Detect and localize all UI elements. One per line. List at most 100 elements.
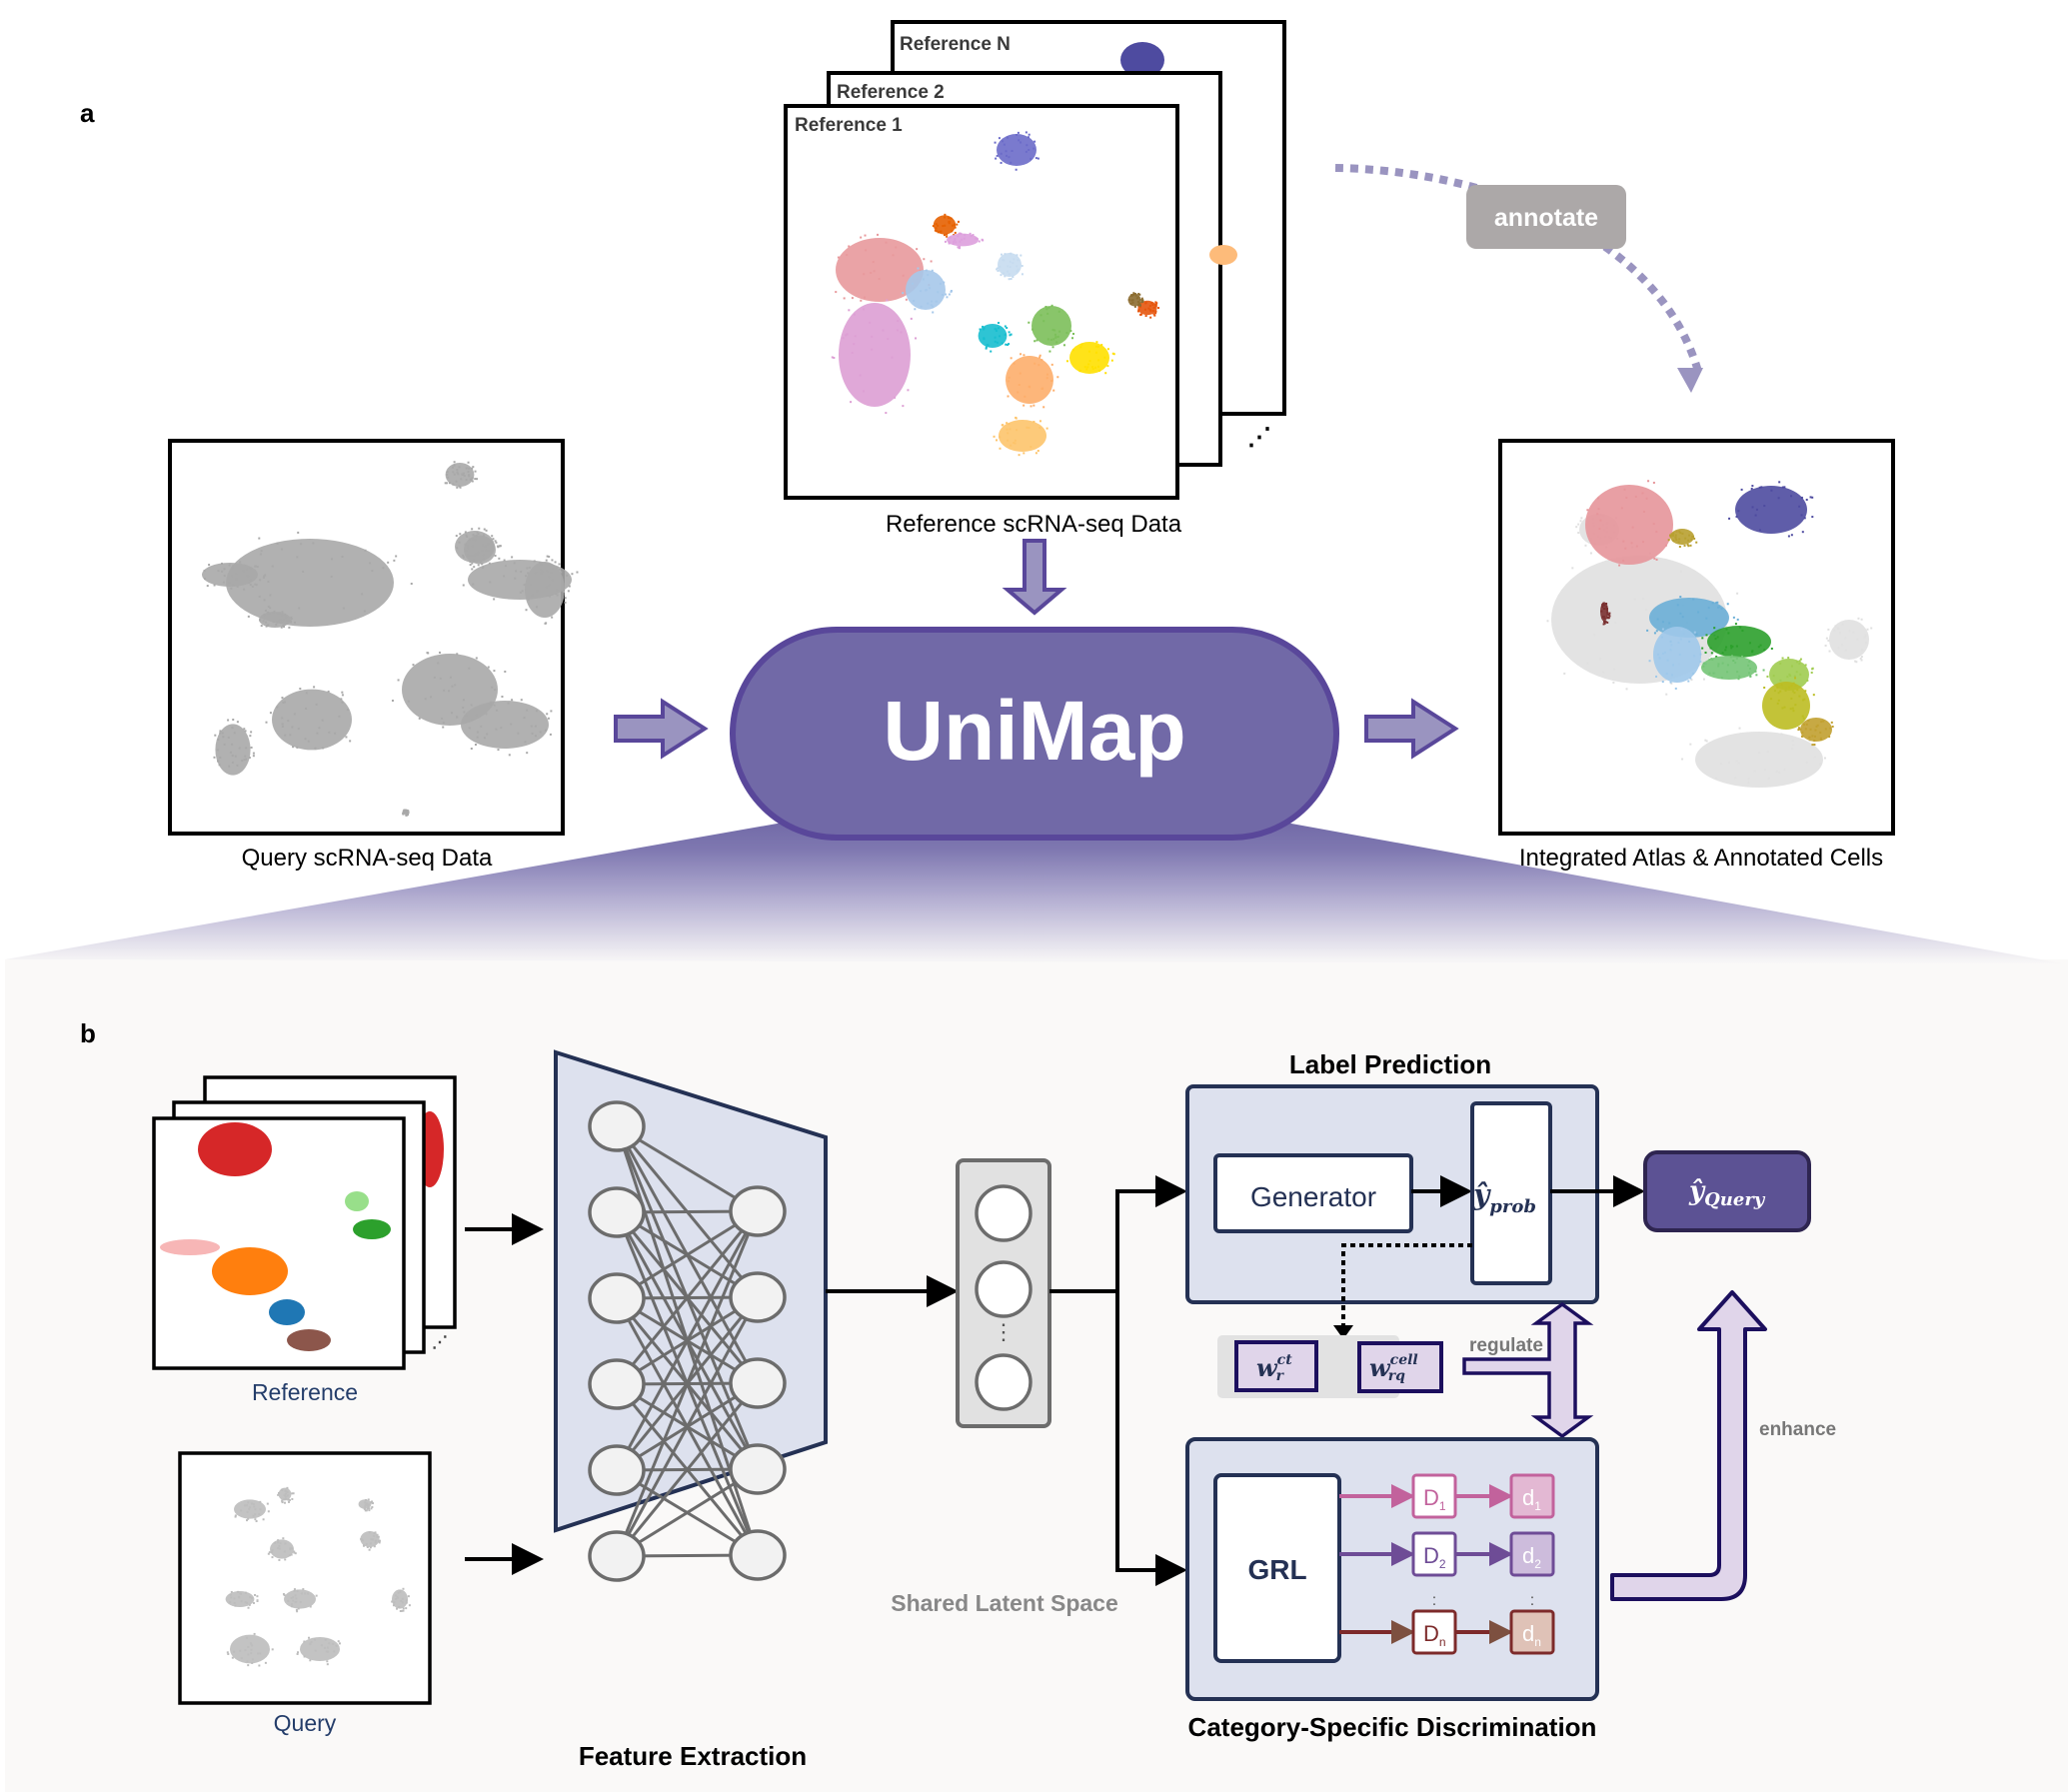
- unimap-model-pill: [730, 627, 1339, 841]
- atlas-cell-cluster: [1701, 623, 1773, 662]
- atlas-cell-cluster: [1681, 727, 1826, 788]
- query-cell-cluster: [213, 719, 255, 776]
- nn-node: [729, 1357, 787, 1409]
- discrimination-title: Category-Specific Discrimination: [1188, 1712, 1597, 1742]
- atlas-cell-cluster: [1585, 480, 1678, 567]
- query-cell-cluster: [462, 533, 502, 570]
- query-input-cell-cluster: [360, 1531, 381, 1551]
- integrated-atlas-umap: [1498, 439, 1895, 836]
- enhance-label: enhance: [1759, 1419, 1836, 1440]
- reference-cell-cluster: [932, 213, 960, 238]
- latent-title: Shared Latent Space: [891, 1590, 1118, 1616]
- query-to-unimap-arrow: [614, 698, 709, 760]
- query-input-cell-cluster: [296, 1636, 341, 1666]
- grl-box: [1213, 1473, 1341, 1663]
- unimap-to-output-arrow: [1364, 698, 1459, 760]
- query-cell-cluster: [521, 555, 570, 625]
- reference-cell-cluster: [1127, 292, 1144, 308]
- weight-cell-box: [1357, 1341, 1443, 1393]
- reference-cell-cluster: [1006, 353, 1059, 409]
- label-prediction-title: Label Prediction: [1289, 1049, 1491, 1079]
- annotate-arrowhead: [1677, 368, 1703, 393]
- reference-cell-cluster: [996, 252, 1024, 281]
- nn-node: [588, 1186, 646, 1238]
- reference-input-stack: ⋰: [152, 1075, 457, 1370]
- query-input-umap: [178, 1451, 432, 1705]
- query-input-cell-cluster: [358, 1498, 375, 1512]
- atlas-cell-cluster: [1728, 481, 1814, 538]
- nn-node: [588, 1358, 646, 1410]
- query-cell-cluster: [222, 531, 413, 627]
- query-umap: [168, 439, 579, 836]
- query-cell-cluster: [444, 461, 479, 489]
- nn-edge: [615, 1210, 760, 1385]
- reference-2-title: Reference 2: [837, 82, 945, 103]
- panel-a-label: a: [80, 98, 95, 128]
- nn-edge: [615, 1296, 760, 1557]
- reference-cell-cluster: [902, 267, 953, 314]
- generator-label: Generator: [1250, 1181, 1376, 1212]
- query-input-cell-cluster: [267, 1537, 297, 1561]
- enhance-arrow: [1610, 1290, 1767, 1601]
- unimap-title: UniMap: [883, 684, 1185, 778]
- nn-node: [588, 1100, 646, 1152]
- query-cell-cluster: [402, 809, 410, 817]
- domain-output-box: [1509, 1609, 1555, 1655]
- nn-edge: [615, 1210, 760, 1557]
- domain-output-box: [1509, 1473, 1555, 1519]
- nn-edge: [615, 1382, 760, 1557]
- reference-cell-cluster: [1136, 300, 1160, 319]
- latent-branch: [1049, 1191, 1119, 1570]
- nn-node: [729, 1271, 787, 1323]
- yprob-to-weights-dotted-arrow: [1341, 1243, 1472, 1325]
- query-input-cell-cluster: [282, 1588, 318, 1613]
- annotate-badge: [1466, 185, 1626, 249]
- weight-ct-box: [1234, 1340, 1318, 1392]
- ref-2-cluster: [1209, 245, 1237, 265]
- query-input-cell-cluster: [226, 1632, 274, 1667]
- query-input-cell-cluster: [234, 1499, 270, 1523]
- nn-edge: [615, 1210, 760, 1471]
- y-prob-label: ŷprob: [1472, 1178, 1536, 1217]
- reference-cell-cluster: [1065, 341, 1115, 375]
- grl-label: GRL: [1247, 1554, 1306, 1585]
- query-input-label: Query: [274, 1710, 337, 1736]
- reference-1-title: Reference 1: [795, 115, 903, 136]
- atlas-cell-cluster: [1701, 655, 1765, 681]
- reference-stack: Reference N Reference 2 Reference 1 ⋰: [784, 20, 1286, 500]
- feature-extraction-title: Feature Extraction: [579, 1741, 807, 1771]
- stack-ellipsis: ⋰: [1247, 424, 1271, 451]
- atlas-cell-cluster: [1600, 602, 1611, 626]
- reference-to-unimap-arrow: [1002, 539, 1067, 616]
- query-cell-cluster: [265, 686, 352, 751]
- regulate-label: regulate: [1469, 1335, 1543, 1356]
- nn-node: [729, 1529, 787, 1581]
- atlas-cell-cluster: [1797, 718, 1834, 747]
- y-query-label: ŷQuery: [1688, 1176, 1766, 1210]
- reference-cell-cluster: [978, 322, 1013, 353]
- reference-cell-cluster: [944, 232, 985, 250]
- y-query-box: [1643, 1150, 1811, 1232]
- panel-b-label: b: [80, 1018, 96, 1048]
- reference-caption: Reference scRNA-seq Data: [886, 511, 1182, 538]
- nn-node: [588, 1272, 646, 1324]
- ref-stack-ellipsis: ⋰: [432, 1334, 448, 1351]
- query-input-cell-cluster: [277, 1486, 295, 1504]
- query-input-cell-cluster: [225, 1590, 259, 1609]
- atlas-cell-cluster: [1667, 529, 1698, 548]
- nn-node: [588, 1444, 646, 1496]
- reference-cell-cluster: [993, 416, 1048, 457]
- nn-node: [588, 1530, 646, 1582]
- reference-1-card: [784, 104, 1179, 500]
- output-caption: Integrated Atlas & Annotated Cells: [1519, 845, 1883, 872]
- regulate-double-arrow: [1462, 1301, 1594, 1439]
- ref-n-cluster: [1120, 42, 1164, 78]
- query-input-cell-cluster: [391, 1587, 411, 1613]
- latent-node: [975, 1260, 1033, 1318]
- query-cell-cluster: [202, 561, 267, 591]
- latent-node: [975, 1184, 1033, 1242]
